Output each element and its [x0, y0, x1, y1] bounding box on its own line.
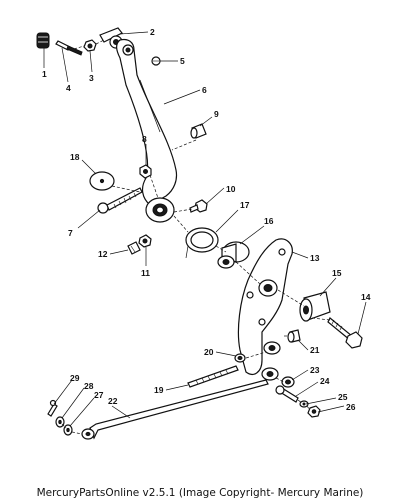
copyright-footer: MercuryPartsOnline v2.5.1 (Image Copyrig…	[0, 484, 400, 502]
part-12-cap	[127, 241, 141, 255]
part-26-nut	[307, 405, 321, 418]
callout-26: 26	[346, 402, 356, 412]
callout-7: 7	[68, 228, 73, 238]
part-7-screw	[97, 187, 143, 214]
callout-6: 6	[202, 85, 207, 95]
callout-1: 1	[42, 69, 47, 79]
callout-8: 8	[142, 134, 147, 144]
callout-19: 19	[154, 385, 164, 395]
callout-14: 14	[361, 292, 371, 302]
callout-9: 9	[214, 109, 219, 119]
callout-3: 3	[89, 73, 94, 83]
part-25-washer	[299, 400, 309, 408]
part-21-spacer	[287, 329, 301, 343]
callout-11: 11	[141, 268, 150, 278]
part-17-spring	[185, 227, 219, 259]
callout-2: 2	[150, 27, 155, 37]
part-28-washer	[55, 416, 65, 428]
assembly-guide-lines	[61, 39, 331, 435]
callout-28: 28	[84, 381, 94, 391]
callout-13: 13	[310, 253, 320, 263]
part-23-bushing	[281, 376, 295, 388]
part-27-washer	[63, 424, 73, 436]
callout-24: 24	[320, 376, 330, 386]
callout-21: 21	[310, 345, 320, 355]
callout-4: 4	[66, 83, 71, 93]
callout-18: 18	[70, 152, 80, 162]
callout-23: 23	[310, 365, 320, 375]
part-11-nut	[138, 234, 152, 248]
part-29-cotter-pin	[47, 399, 58, 417]
callout-5: 5	[180, 56, 185, 66]
callout-15: 15	[332, 268, 342, 278]
part-16-cam	[217, 241, 250, 269]
part-1-rubber-grommet	[36, 32, 50, 49]
part-22-link-rod	[81, 379, 269, 440]
callout-20: 20	[204, 347, 214, 357]
callout-17: 17	[240, 200, 250, 210]
part-19-threaded-rod	[187, 365, 239, 388]
part-3-nut	[83, 39, 97, 52]
callout-labels: 1 2 3 4 5 6 7 8 9 10 11 12 13 14 15 16 1…	[42, 27, 371, 412]
part-8-nut	[139, 164, 152, 179]
part-15-roller	[299, 291, 331, 322]
exploded-parts-diagram: 1 2 3 4 5 6 7 8 9 10 11 12 13 14 15 16 1…	[36, 27, 371, 440]
part-18-washer	[89, 171, 115, 191]
part-9-bushing	[190, 123, 207, 139]
part-5-screw	[151, 56, 161, 66]
callout-27: 27	[94, 390, 104, 400]
callout-12: 12	[98, 249, 108, 259]
part-24-screw	[275, 385, 299, 403]
callout-leaders	[43, 31, 367, 427]
arm-hub	[145, 197, 175, 223]
part-4-link-rod	[55, 40, 83, 56]
part-10-bolt	[189, 199, 208, 213]
callout-25: 25	[338, 392, 348, 402]
callout-29: 29	[70, 373, 80, 383]
callout-10: 10	[226, 184, 236, 194]
callout-22: 22	[108, 396, 118, 406]
part-14-bolt	[327, 317, 363, 349]
callout-16: 16	[264, 216, 274, 226]
part-20-nut	[234, 353, 246, 363]
part-13-cam-plate	[237, 238, 293, 381]
part-6-throttle-arm	[116, 38, 178, 206]
